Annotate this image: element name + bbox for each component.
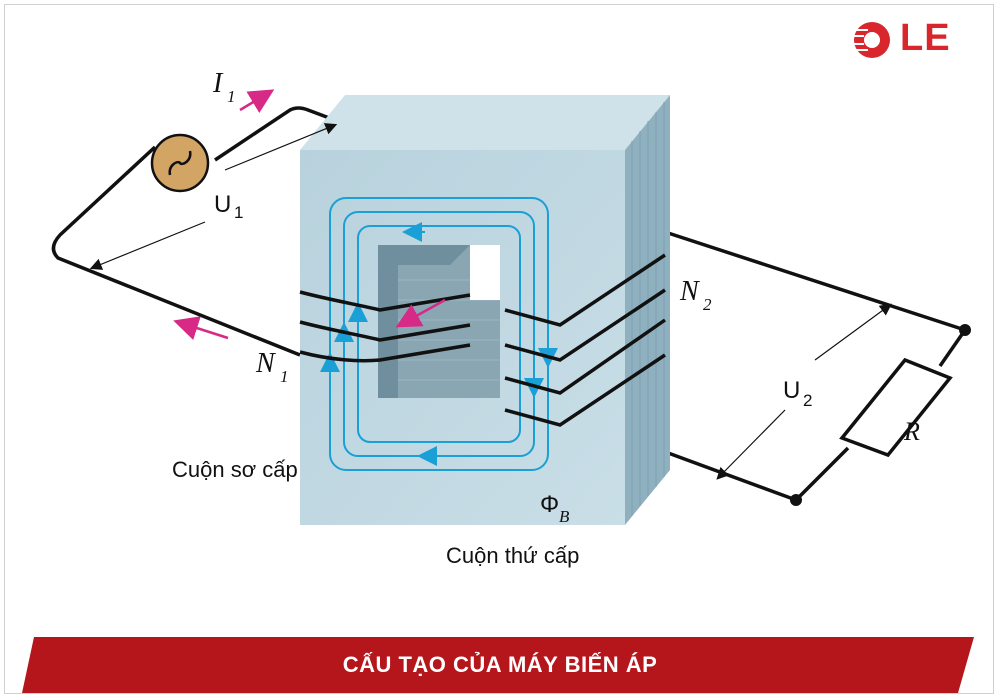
label-u1-sub: 1 <box>234 203 243 222</box>
label-primary-coil: Cuộn sơ cấp <box>172 457 298 482</box>
terminal-bottom <box>790 494 802 506</box>
banner-title: CẤU TẠO CỦA MÁY BIẾN ÁP <box>342 652 658 677</box>
label-n2-sub: 2 <box>703 295 712 314</box>
primary-coil <box>299 290 471 363</box>
label-phi-sub: B <box>559 507 570 526</box>
ole-logo-text: LE <box>900 17 951 59</box>
terminal-top <box>959 324 971 336</box>
label-n2: N <box>679 276 700 307</box>
frame-border <box>4 4 994 694</box>
primary-circuit <box>51 106 341 357</box>
label-u1: U <box>214 191 231 218</box>
title-banner-bg <box>22 637 974 693</box>
current-arrow-core <box>395 298 446 328</box>
label-secondary-coil: Cuộn thứ cấp <box>446 543 579 568</box>
label-phi: Φ <box>540 491 559 518</box>
label-r: R <box>903 417 920 446</box>
label-u2: U <box>783 377 800 404</box>
label-n1: N <box>255 348 276 379</box>
label-u2-sub: 2 <box>803 391 812 410</box>
u2-arrow-bottom <box>716 409 786 480</box>
u1-arrow-bottom <box>89 221 206 270</box>
u2-arrow-top <box>814 303 892 361</box>
secondary-coil <box>504 253 666 427</box>
label-i1: I <box>212 68 224 99</box>
transformer-core <box>300 95 670 525</box>
u1-arrow-top <box>224 123 338 171</box>
current-arrow-return <box>173 316 229 341</box>
label-i1-sub: 1 <box>227 87 236 106</box>
ole-logo-icon <box>850 22 890 58</box>
resistor-icon <box>839 357 953 458</box>
label-n1-sub: 1 <box>280 367 289 386</box>
ac-source-icon <box>150 133 210 193</box>
ole-logo <box>848 18 988 62</box>
current-arrow-primary <box>239 89 275 114</box>
